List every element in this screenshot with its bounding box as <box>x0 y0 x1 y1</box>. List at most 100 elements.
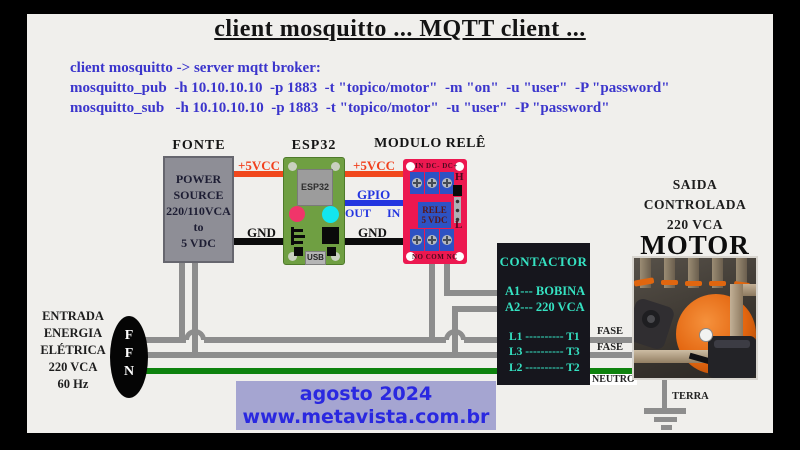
phase-ellipse: F F N <box>110 316 148 398</box>
vcc-label-left: +5VCC <box>238 158 281 173</box>
relay-module-label: MODULO RELÊ <box>374 136 486 151</box>
fonte-label: FONTE <box>172 138 226 153</box>
contactor-pole-l2t2: L2 ---------- T2 <box>509 362 580 374</box>
screw-icon <box>412 235 422 245</box>
ground-symbol-bar3 <box>661 425 672 430</box>
wire-gnd-right <box>343 238 405 245</box>
jumper-high-label: H <box>455 171 464 183</box>
transistor-icon <box>291 227 294 245</box>
bus-fase1-seg3 <box>464 337 499 343</box>
screw-icon <box>442 178 452 188</box>
ic-chip-icon <box>324 229 337 242</box>
bus-fase2 <box>145 352 499 358</box>
valve-handle-icon <box>685 281 702 286</box>
mount-hole-icon <box>331 162 340 171</box>
footer-date: agosto 2024 <box>299 383 433 405</box>
wire-neutro <box>145 368 632 374</box>
fonte-line: POWER <box>175 172 222 186</box>
transistor-icon <box>294 235 305 238</box>
mqtt-pub-command: mosquitto_pub -h 10.10.10.10 -p 1883 -t … <box>70 80 670 96</box>
wire-gpio <box>343 200 405 206</box>
contactor-pole-l1t1: L1 ---------- T1 <box>509 331 580 343</box>
relay-bottom-pins-label: NO COM NC <box>412 253 458 261</box>
mount-hole-icon <box>406 252 415 261</box>
contactor-coil-a2: A2--- 220 VCA <box>505 300 585 314</box>
wire-gnd-left <box>233 238 287 245</box>
fonte-line: to <box>193 220 204 234</box>
fonte-line: SOURCE <box>173 188 224 202</box>
motor-title: MOTOR <box>640 230 750 260</box>
wire-5vcc-right <box>343 171 405 177</box>
motor-photo <box>632 256 758 380</box>
contactor-pole-l3t3: L3 ---------- T3 <box>509 346 580 358</box>
fonte-leg-2 <box>192 261 198 358</box>
footer-site: www.metavista.com.br <box>242 406 490 428</box>
wire-a2-horizontal <box>452 306 499 312</box>
footer-banner: agosto 2024 www.metavista.com.br <box>236 381 496 430</box>
fase-label-2: FASE <box>597 342 624 353</box>
entrada-line: ENERGIA <box>43 326 103 340</box>
pipe-icon <box>736 258 747 288</box>
relay-board: IN DC- DC+ H L RELE 5 VDC NO COM NC <box>403 159 467 264</box>
fonte-line: 5 VDC <box>181 236 216 250</box>
mount-hole-icon <box>331 252 340 261</box>
usb-port: USB <box>305 251 326 265</box>
ground-symbol-bar2 <box>654 417 677 422</box>
saida-text: SAIDA CONTROLADA 220 VCA <box>625 175 765 235</box>
relay-cube-line2: 5 VDC <box>421 215 448 225</box>
fase-label-1: FASE <box>597 326 624 337</box>
pump-detail-icon <box>714 340 750 348</box>
gnd-label-right: GND <box>358 225 387 240</box>
saida-line: 220 VCA <box>666 217 724 232</box>
led-cyan-icon <box>322 206 339 223</box>
gpio-out-label: OUT <box>345 206 372 220</box>
phase-letter-n: N <box>123 364 135 379</box>
contactor-coil-a1: A1--- BOBINA <box>505 284 586 298</box>
gauge-icon <box>699 328 713 342</box>
pin-header-icon <box>454 197 461 223</box>
phase-letter-f2: F <box>124 346 134 361</box>
fonte-box: POWER SOURCE 220/110VCA to 5 VDC <box>163 156 234 263</box>
relay-cube: RELE 5 VDC <box>418 202 451 228</box>
usb-label: USB <box>307 253 324 262</box>
pipe-icon <box>664 258 675 288</box>
relay-cube-line1: RELE <box>422 205 447 215</box>
wire-hop-arch-right <box>444 329 466 340</box>
wire-5vcc-left <box>233 171 287 177</box>
saida-line: CONTROLADA <box>643 197 747 212</box>
pipe-icon <box>688 258 699 288</box>
relay-jumper-icon <box>453 185 462 196</box>
esp32-chip: ESP32 <box>297 169 333 206</box>
entrada-line: 220 VCA <box>48 360 98 374</box>
transistor-icon <box>294 229 303 232</box>
led-pink-icon <box>289 206 305 222</box>
contactor-box: CONTACTOR A1--- BOBINA A2--- 220 VCA L1 … <box>497 243 590 385</box>
entrada-line: ENTRADA <box>42 309 104 323</box>
relay-leg-com <box>429 261 435 343</box>
esp32-chip-label: ESP32 <box>300 182 330 192</box>
screw-icon <box>427 235 437 245</box>
pipe-icon <box>712 258 723 288</box>
gpio-label: GPIO <box>357 187 391 202</box>
mount-hole-icon <box>455 162 464 171</box>
entrada-line: 60 Hz <box>57 377 89 391</box>
screw-icon <box>412 178 422 188</box>
fitting-ring-icon <box>642 310 660 328</box>
contactor-title: CONTACTOR <box>499 254 588 269</box>
vcc-label-right: +5VCC <box>353 158 396 173</box>
jumper-low-label: L <box>455 219 463 231</box>
usb-pad-icon <box>327 247 336 256</box>
fonte-line: 220/110VCA <box>166 204 231 218</box>
neutro-label: NEUTRO <box>590 374 637 385</box>
valve-handle-icon <box>709 281 726 286</box>
gnd-label-left: GND <box>247 225 276 240</box>
phase-letter-f1: F <box>124 328 134 343</box>
mount-hole-icon <box>406 162 415 171</box>
mount-hole-icon <box>455 252 464 261</box>
pipe-icon <box>640 258 651 288</box>
entrada-text: ENTRADA ENERGIA ELÉTRICA 220 VCA 60 Hz <box>28 308 118 393</box>
bus-fase1-seg1 <box>145 337 186 343</box>
mqtt-broker-intro: client mosquitto -> server mqtt broker: <box>70 60 321 76</box>
mqtt-sub-command: mosquitto_sub -h 10.10.10.10 -p 1883 -t … <box>70 100 610 116</box>
